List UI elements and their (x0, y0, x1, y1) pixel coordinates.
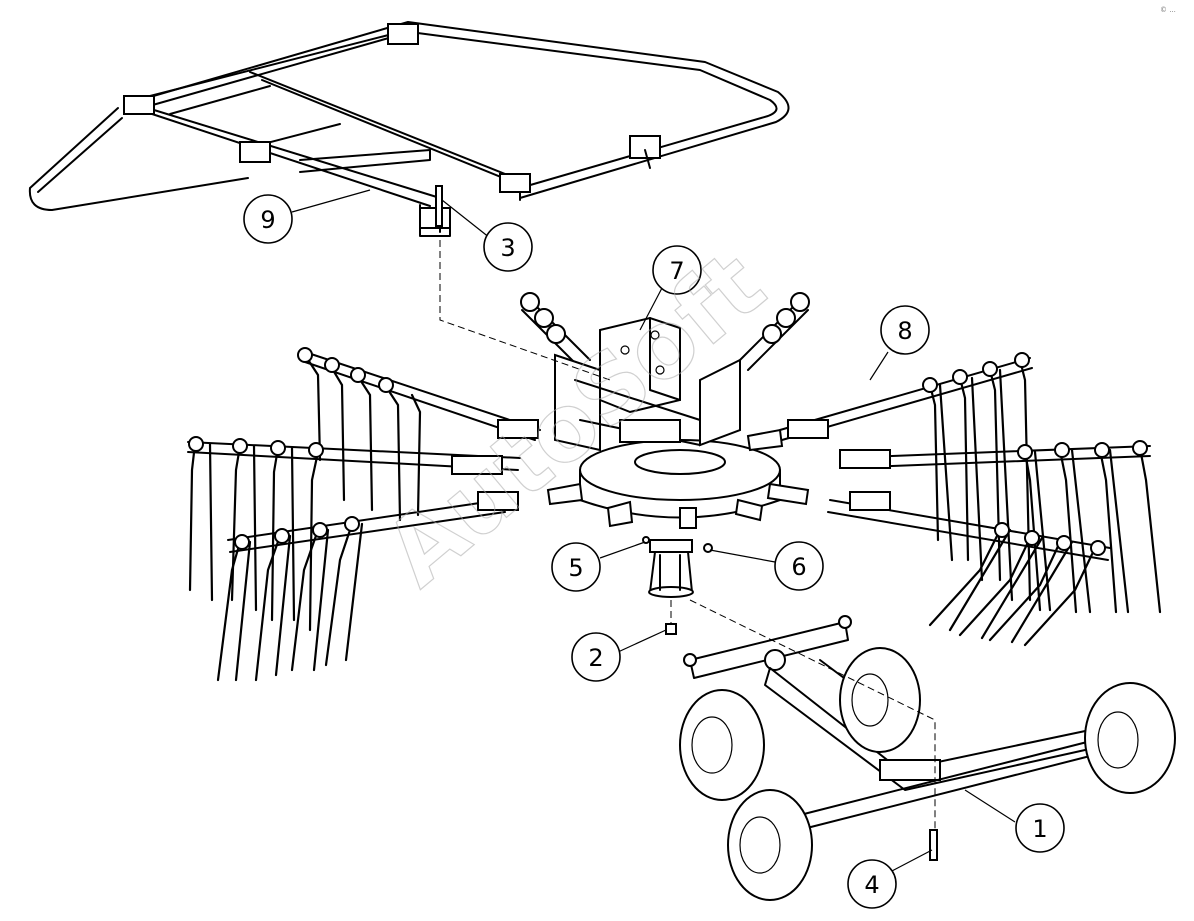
callout-2: 2 (571, 632, 621, 682)
callout-1-circle (1015, 803, 1065, 853)
callout-1-label: 1 (1032, 815, 1047, 843)
corner-mark: © ... (1160, 6, 1176, 14)
callout-5-label: 5 (568, 554, 583, 582)
callout-5: 5 (551, 542, 601, 592)
callout-4-circle (847, 859, 897, 909)
callout-6-circle (774, 541, 824, 591)
callout-3: 3 (483, 222, 533, 272)
callout-5-circle (551, 542, 601, 592)
callout-6-label: 6 (791, 553, 806, 581)
callout-7-label: 7 (669, 257, 684, 285)
callout-9: 9 (243, 194, 293, 244)
callout-4-label: 4 (864, 871, 879, 899)
callout-7-circle (652, 245, 702, 295)
callout-3-circle (483, 222, 533, 272)
callout-8-circle (880, 305, 930, 355)
callout-2-label: 2 (588, 644, 603, 672)
callout-9-circle (243, 194, 293, 244)
bushing-2 (665, 623, 677, 635)
callout-6: 6 (774, 541, 824, 591)
callout-7: 7 (652, 245, 702, 295)
alignment-lines (439, 240, 936, 830)
tine-groups (188, 347, 1162, 682)
nut-6 (703, 543, 713, 553)
wheel-chassis (679, 615, 1176, 901)
callout-1: 1 (1015, 803, 1065, 853)
callout-2-circle (571, 632, 621, 682)
callout-9-label: 9 (260, 206, 275, 234)
bolt-4 (929, 829, 938, 861)
callout-8-label: 8 (897, 317, 912, 345)
hardware-parts (435, 185, 938, 861)
guard-frame (28, 21, 790, 237)
washer-5 (642, 536, 650, 544)
rotor-hub (546, 316, 810, 598)
bolt-3 (435, 185, 443, 227)
leader-lines (291, 189, 1016, 873)
callout-3-label: 3 (500, 234, 515, 262)
callout-8: 8 (880, 305, 930, 355)
callout-4: 4 (847, 859, 897, 909)
